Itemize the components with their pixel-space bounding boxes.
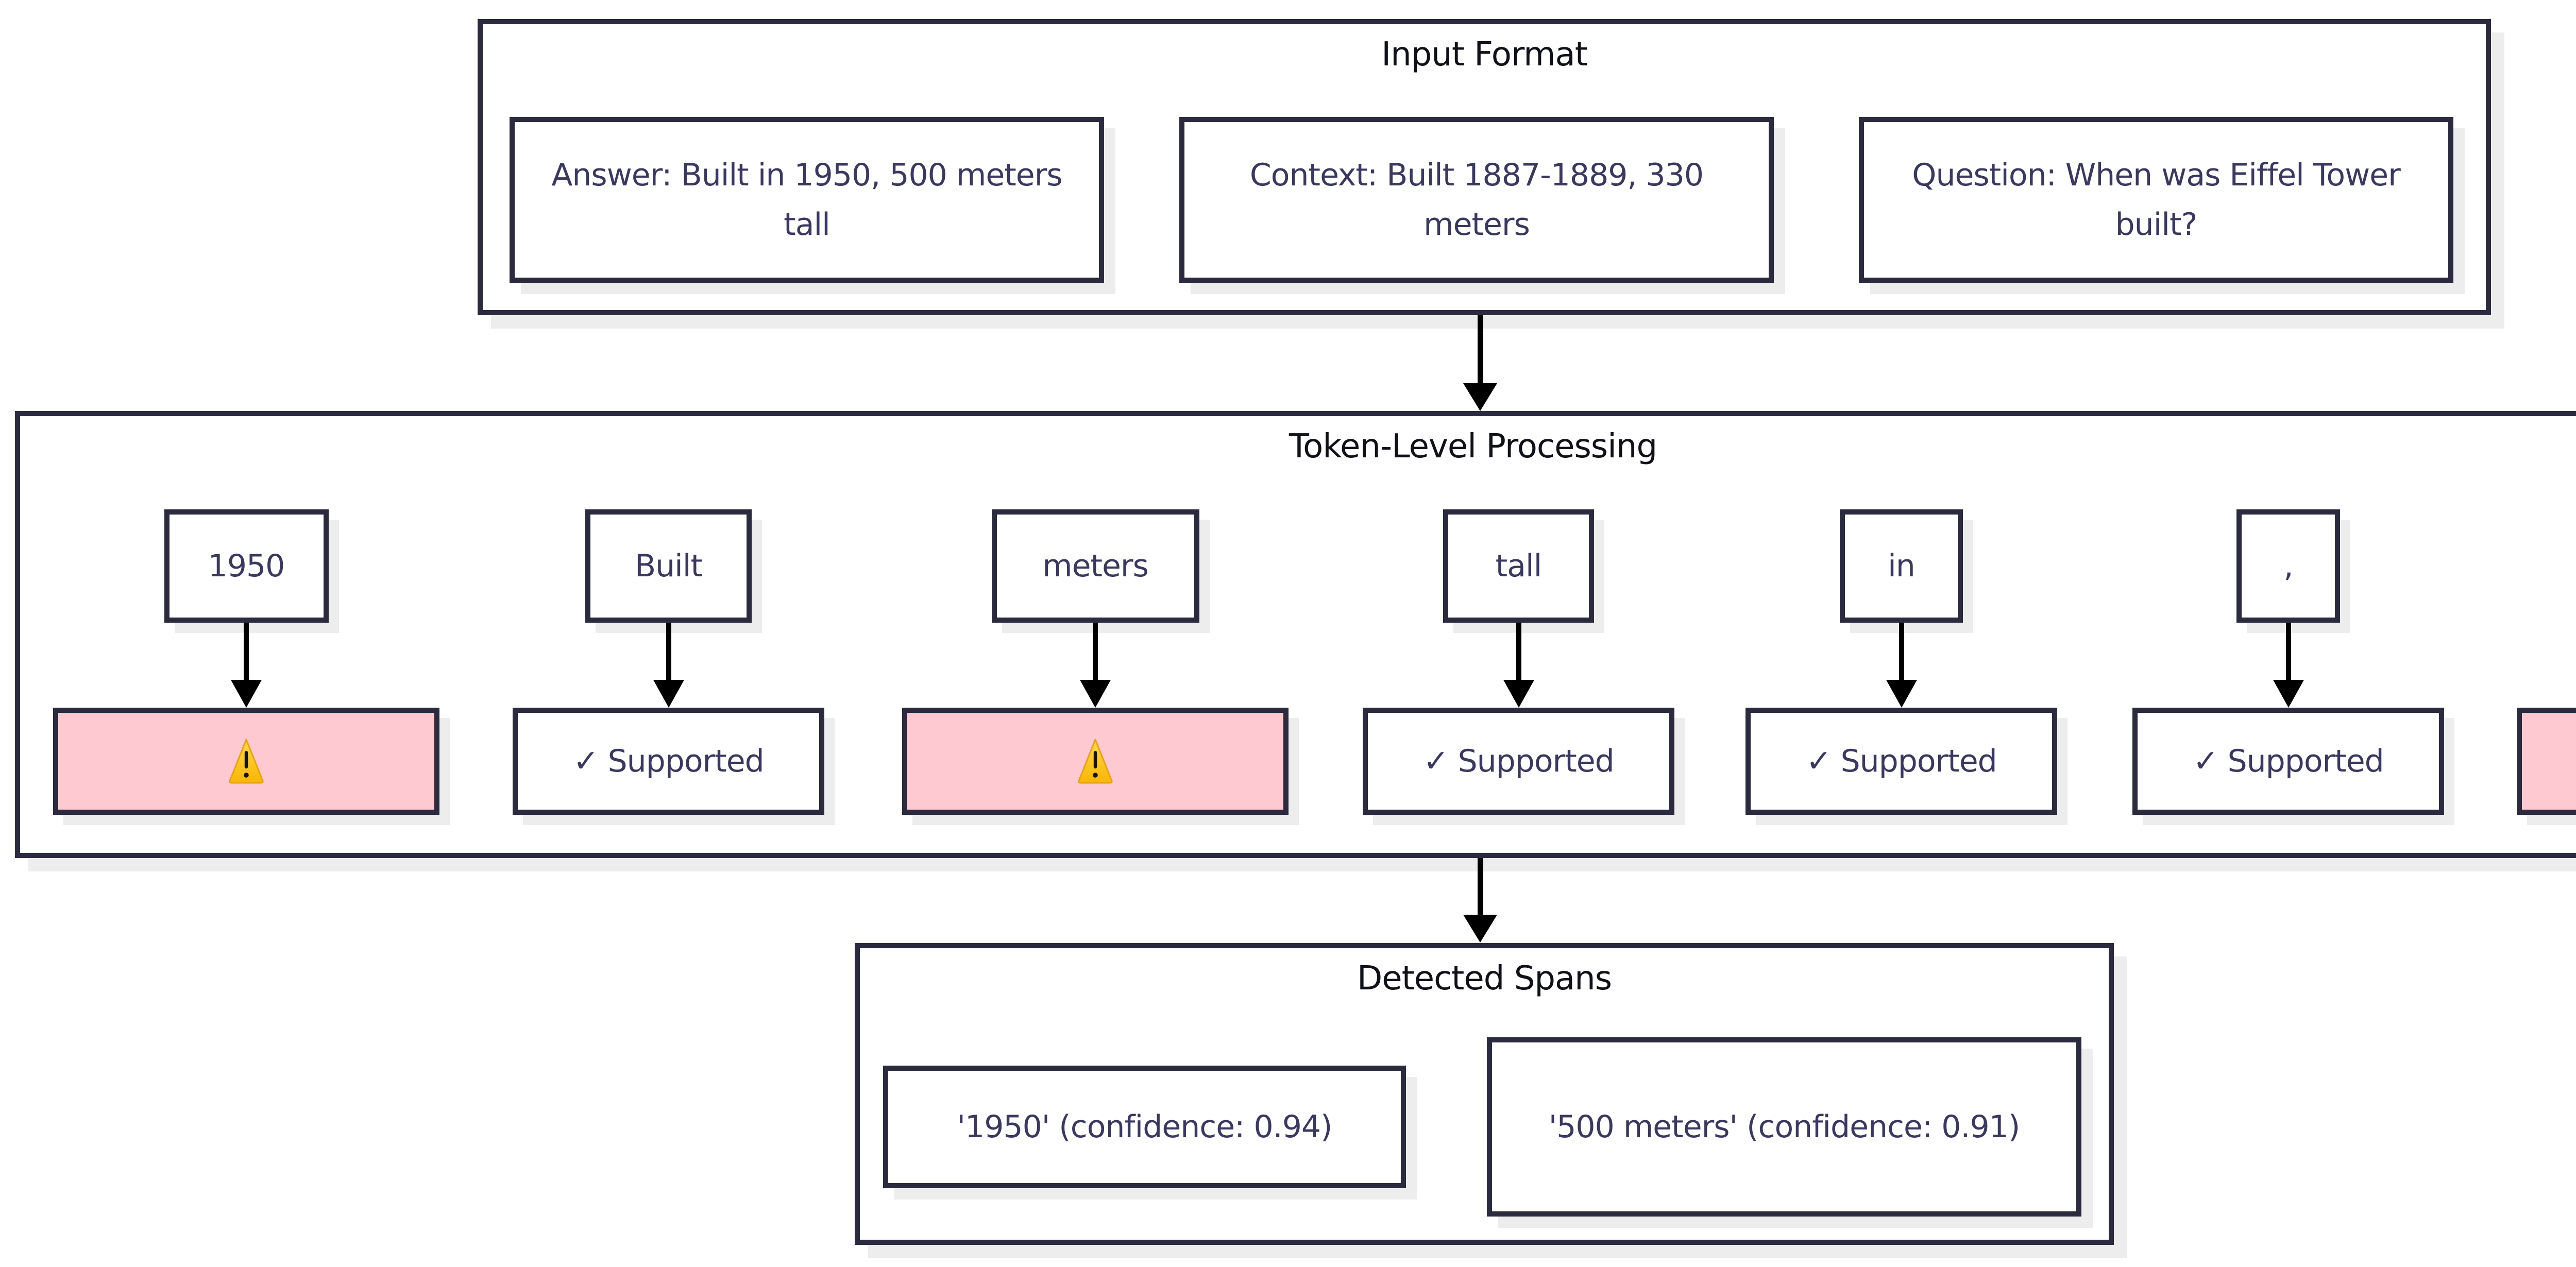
token-processing-title: Token-Level Processing xyxy=(1289,427,1657,466)
token-box: Built xyxy=(585,509,752,623)
token-box: in xyxy=(1840,509,1963,623)
detected-span-text: '500 meters' (confidence: 0.91) xyxy=(1548,1109,2021,1145)
arrow-down-icon xyxy=(231,623,262,708)
arrow-down-icon xyxy=(1503,623,1534,708)
input-format-section: Input Format Answer: Built in 1950, 500 … xyxy=(478,19,2491,315)
warning-icon xyxy=(1078,739,1113,784)
token-label: 1950 xyxy=(208,548,285,584)
supported-label: ✓ Supported xyxy=(2193,743,2384,779)
token-label: Built xyxy=(634,548,703,584)
detected-spans-title: Detected Spans xyxy=(1357,960,1612,998)
token-box: , xyxy=(2236,509,2340,623)
token-column: Built ✓ Supported xyxy=(513,509,824,815)
detected-span-card: '500 meters' (confidence: 0.91) xyxy=(1487,1037,2081,1217)
arrow-down-icon xyxy=(1463,858,1497,943)
context-card: Context: Built 1887-1889, 330 meters xyxy=(1179,117,1774,283)
token-status-box: ✓ Supported xyxy=(513,708,824,815)
token-status-box xyxy=(902,708,1289,815)
token-label: in xyxy=(1888,548,1916,584)
detected-span-card: '1950' (confidence: 0.94) xyxy=(883,1066,1406,1188)
question-card-text: Question: When was Eiffel Tower built? xyxy=(1912,157,2401,243)
arrow-down-icon xyxy=(1886,623,1917,708)
token-box: 1950 xyxy=(164,509,329,623)
token-status-box xyxy=(2517,708,2576,815)
token-label: , xyxy=(2283,548,2293,584)
arrow-down-icon xyxy=(2273,623,2304,708)
warning-icon xyxy=(229,739,264,784)
detected-span-text: '1950' (confidence: 0.94) xyxy=(957,1109,1333,1145)
token-status-box: ✓ Supported xyxy=(1745,708,2057,815)
question-card: Question: When was Eiffel Tower built? xyxy=(1859,117,2453,283)
token-column: tall ✓ Supported xyxy=(1363,509,1674,815)
token-status-box: ✓ Supported xyxy=(2132,708,2444,815)
input-format-title: Input Format xyxy=(1381,36,1588,74)
answer-card: Answer: Built in 1950, 500 meters tall xyxy=(510,117,1104,283)
token-status-box: ✓ Supported xyxy=(1363,708,1674,815)
token-column: in ✓ Supported xyxy=(1745,509,2057,815)
token-label: tall xyxy=(1495,548,1543,584)
token-column: , ✓ Supported xyxy=(2132,509,2444,815)
answer-card-text: Answer: Built in 1950, 500 meters tall xyxy=(551,157,1062,243)
token-box: tall xyxy=(1443,509,1594,623)
token-column: 1950 xyxy=(53,509,439,815)
token-label: meters xyxy=(1042,548,1149,584)
token-status-box xyxy=(53,708,439,815)
arrow-down-icon xyxy=(1463,315,1497,411)
detected-spans-section: Detected Spans '1950' (confidence: 0.94)… xyxy=(855,943,2114,1245)
supported-label: ✓ Supported xyxy=(1806,743,1997,779)
token-column: meters xyxy=(902,509,1289,815)
token-column: 500 xyxy=(2517,509,2576,815)
context-card-text: Context: Built 1887-1889, 330 meters xyxy=(1249,157,1704,243)
supported-label: ✓ Supported xyxy=(1423,743,1615,779)
token-box: meters xyxy=(991,509,1199,623)
token-processing-section: Token-Level Processing 1950 Built ✓ Supp… xyxy=(15,411,2576,858)
arrow-down-icon xyxy=(653,623,684,708)
arrow-down-icon xyxy=(1080,623,1111,708)
supported-label: ✓ Supported xyxy=(573,743,765,779)
